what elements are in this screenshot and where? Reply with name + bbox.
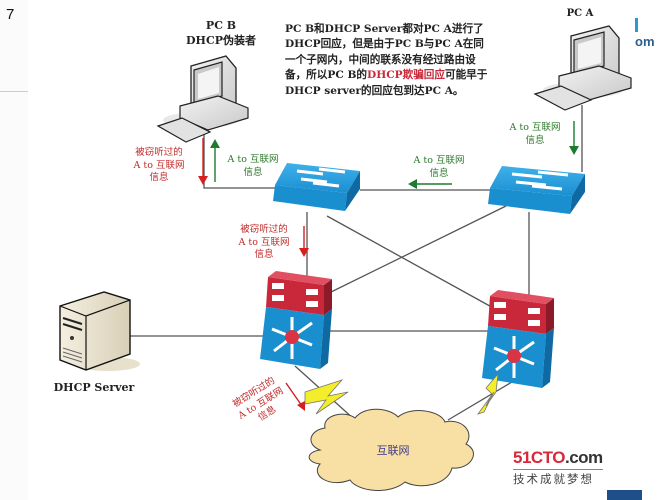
logo-domain: .com bbox=[565, 448, 603, 467]
sniffed-line1: 被窃听过的 bbox=[135, 147, 183, 158]
green-arrow-pcb-up bbox=[210, 139, 220, 182]
divider bbox=[0, 91, 28, 92]
edge-logo-fragment: om bbox=[635, 18, 655, 49]
link-switch1-router2 bbox=[326, 215, 498, 311]
logo-text: 51CTO.com bbox=[513, 448, 603, 468]
switch-2-icon bbox=[488, 166, 585, 214]
dhcp-server-label: DHCP Server bbox=[53, 381, 135, 394]
sniffed-line1: 被窃听过的 bbox=[240, 224, 288, 235]
red-arrow-to-cloud bbox=[285, 382, 305, 411]
green-line1: A to 互联网 bbox=[509, 122, 561, 133]
note-text-1: PC B和DHCP Server都对PC A进行了DHCP回应，但是由于PC B… bbox=[285, 23, 484, 82]
logo-slogan: 技术成就梦想 bbox=[513, 469, 603, 487]
pc-a-icon bbox=[533, 25, 632, 111]
sniffed-label-switch1: 被窃听过的 A to 互联网 信息 bbox=[225, 224, 303, 262]
arrows bbox=[198, 121, 579, 411]
pc-a-label: PC A bbox=[566, 8, 594, 19]
pc-b-role: DHCP伪装者 bbox=[186, 34, 256, 47]
switch-1-icon bbox=[273, 163, 360, 211]
green-line2: 信息 bbox=[525, 134, 545, 146]
note-highlight: DHCP欺骗回应 bbox=[367, 69, 445, 82]
router-2-icon bbox=[482, 290, 554, 388]
sniffed-label-pcb: 被窃听过的 A to 互联网 信息 bbox=[120, 147, 198, 185]
note-text-2: 可能早于DHCP server的回应包到达PC A。 bbox=[285, 69, 488, 97]
router-1-icon bbox=[260, 271, 332, 369]
watermark-logo: 51CTO.com 技术成就梦想 bbox=[513, 448, 603, 487]
lightning-bolt-2-icon bbox=[476, 372, 499, 415]
lightning-bolt-1-icon bbox=[304, 379, 349, 415]
red-arrow-switch1-down bbox=[299, 226, 309, 257]
slide-number: 7 bbox=[6, 6, 15, 23]
green-line2: 信息 bbox=[243, 166, 263, 178]
green-line2: 信息 bbox=[429, 167, 449, 179]
pc-b-icon bbox=[156, 55, 249, 143]
dhcp-server-icon bbox=[59, 291, 140, 371]
green-arrow-pca-down bbox=[569, 121, 579, 155]
internet-cloud-icon bbox=[308, 408, 474, 491]
internet-label: 互联网 bbox=[377, 444, 410, 457]
edge-logo-mark bbox=[635, 18, 646, 32]
logo-brand: 51CTO bbox=[513, 448, 566, 467]
bottom-bar bbox=[607, 490, 642, 500]
explanation-note: PC B和DHCP Server都对PC A进行了DHCP回应，但是由于PC B… bbox=[285, 22, 490, 99]
pc-b-name: PC B bbox=[205, 19, 237, 32]
link-router2-cloud bbox=[447, 381, 513, 421]
sniffed-line3: 信息 bbox=[254, 249, 274, 260]
side-panel bbox=[0, 0, 28, 500]
links bbox=[130, 105, 583, 421]
sniffed-line3: 信息 bbox=[149, 172, 169, 183]
green-line1: A to 互联网 bbox=[413, 155, 465, 166]
link-switch2-router1 bbox=[326, 205, 507, 295]
green-label-switch2: A to 互联网 信息 bbox=[404, 155, 474, 180]
green-label-pca: A to 互联网 信息 bbox=[500, 122, 570, 147]
pc-b-label: PC B DHCP伪装者 bbox=[186, 18, 256, 48]
edge-logo-text: om bbox=[635, 34, 655, 49]
link-pcb-switch1 bbox=[203, 134, 290, 189]
sniffed-line2: A to 互联网 bbox=[133, 159, 185, 171]
green-line1: A to 互联网 bbox=[227, 154, 279, 165]
green-arrow-switch2-to-switch1 bbox=[408, 179, 452, 189]
red-arrow-pcb-down bbox=[198, 138, 208, 185]
sniffed-line2: A to 互联网 bbox=[238, 236, 290, 248]
green-label-pcb: A to 互联网 信息 bbox=[218, 154, 288, 179]
